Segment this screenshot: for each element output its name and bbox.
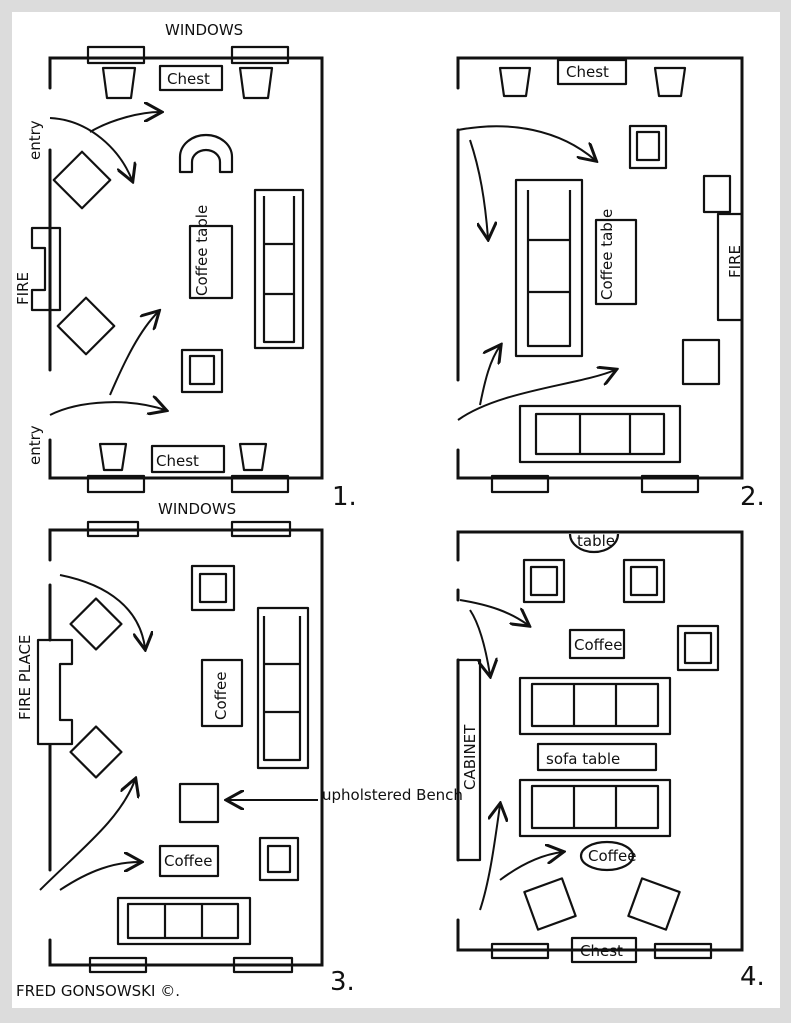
sofa-table-label: sofa table [546,750,620,768]
coffee-label: Coffee [588,847,636,865]
plan-2: Chest Coffee table FIRE 2. [456,56,765,512]
fire-label: FIRE [14,272,32,305]
plan-number: 4. [740,962,765,992]
windows-label: WINDOWS [165,21,243,39]
plan-number: 3. [330,967,355,997]
plan-3: WINDOWS FIRE PLACE Coffee upholstered Be… [16,520,463,997]
windows-label: WINDOWS [158,500,236,518]
table-label: table [577,532,615,550]
cabinet-label: CABINET [461,724,479,790]
author-credit: FRED GONSOWSKI ©. [16,982,180,1000]
chest-label: Chest [156,452,199,470]
chest-label: Chest [167,70,210,88]
entry-label: entry [26,425,44,465]
coffee-table-label: Coffee table [598,209,616,300]
chest-label: Chest [580,942,623,960]
coffee-label: Coffee [164,852,212,870]
paper [12,12,780,1008]
coffee-label: Coffee [212,672,230,720]
coffee-label: Coffee [574,636,622,654]
coffee-table-label: Coffee table [193,205,211,296]
plan-number: 2. [740,482,765,512]
plan-number: 1. [332,482,357,512]
plan-1: WINDOWS Chest entry FIRE Coffee table en… [14,21,357,518]
entry-label: entry [26,120,44,160]
upholstered-bench-label: upholstered Bench [322,786,463,804]
plan-4: table Coffee CABINET sofa table Coffee C… [456,530,765,992]
fireplace-label: FIRE PLACE [16,635,34,720]
chest-label: Chest [566,63,609,81]
fire-label: FIRE [726,245,744,278]
